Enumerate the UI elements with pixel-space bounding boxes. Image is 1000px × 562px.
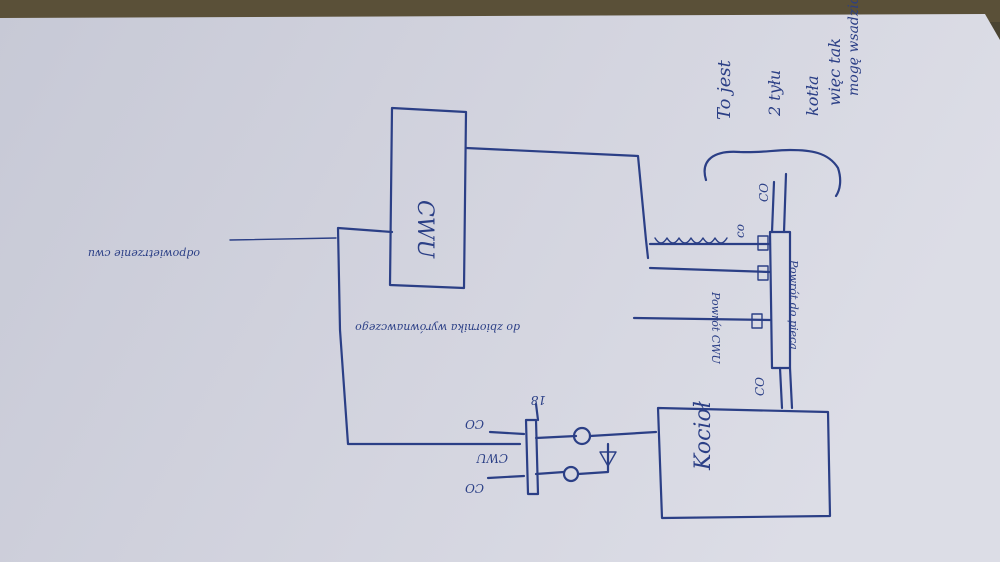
kociol-boiler: Kocioł [656,400,832,520]
label-co-left-bottom: CO [465,481,484,495]
label-co-bottom: CO [753,377,767,396]
brace [703,148,842,198]
label-co-small: co [733,224,747,238]
cwu-tank-label: CWU [412,200,437,259]
label-co-top: CO [757,183,771,202]
pipe-cwu-top [464,146,650,260]
label-odpowietrzenie: odpowietrzenie cwu [88,247,200,260]
svg-text:kotła: kotła [803,76,822,116]
label-do-zbiornika: do zbiornika wyrównawczego [355,321,520,334]
label-cwu-small: CWU [475,451,508,465]
pipe-odpowietrzenie [229,237,337,241]
paper-sheet [0,14,1000,562]
label-18: 18 [530,393,546,407]
svg-text:To jest: To jest [714,59,735,120]
kociol-label: Kocioł [691,400,716,471]
svg-text:więc tak: więc tak [825,38,844,106]
svg-text:2 tyłu: 2 tyłu [765,70,784,117]
svg-text:mogę wsadzić: mogę wsadzić [846,0,862,96]
label-powrot-cwu: Powrót CWU [709,291,722,365]
label-powrot-do-pieca: Powrót do pieca [787,259,800,350]
manifold-right [632,172,794,410]
note-to-jest: To jest 2 tyłu kotła więc tak mogę wsadz… [714,0,862,120]
cwu-tank: CWU [388,106,468,290]
manifold-left [486,402,658,496]
pipe-left-loop [336,226,522,446]
label-co-left-top: CO [465,417,484,431]
